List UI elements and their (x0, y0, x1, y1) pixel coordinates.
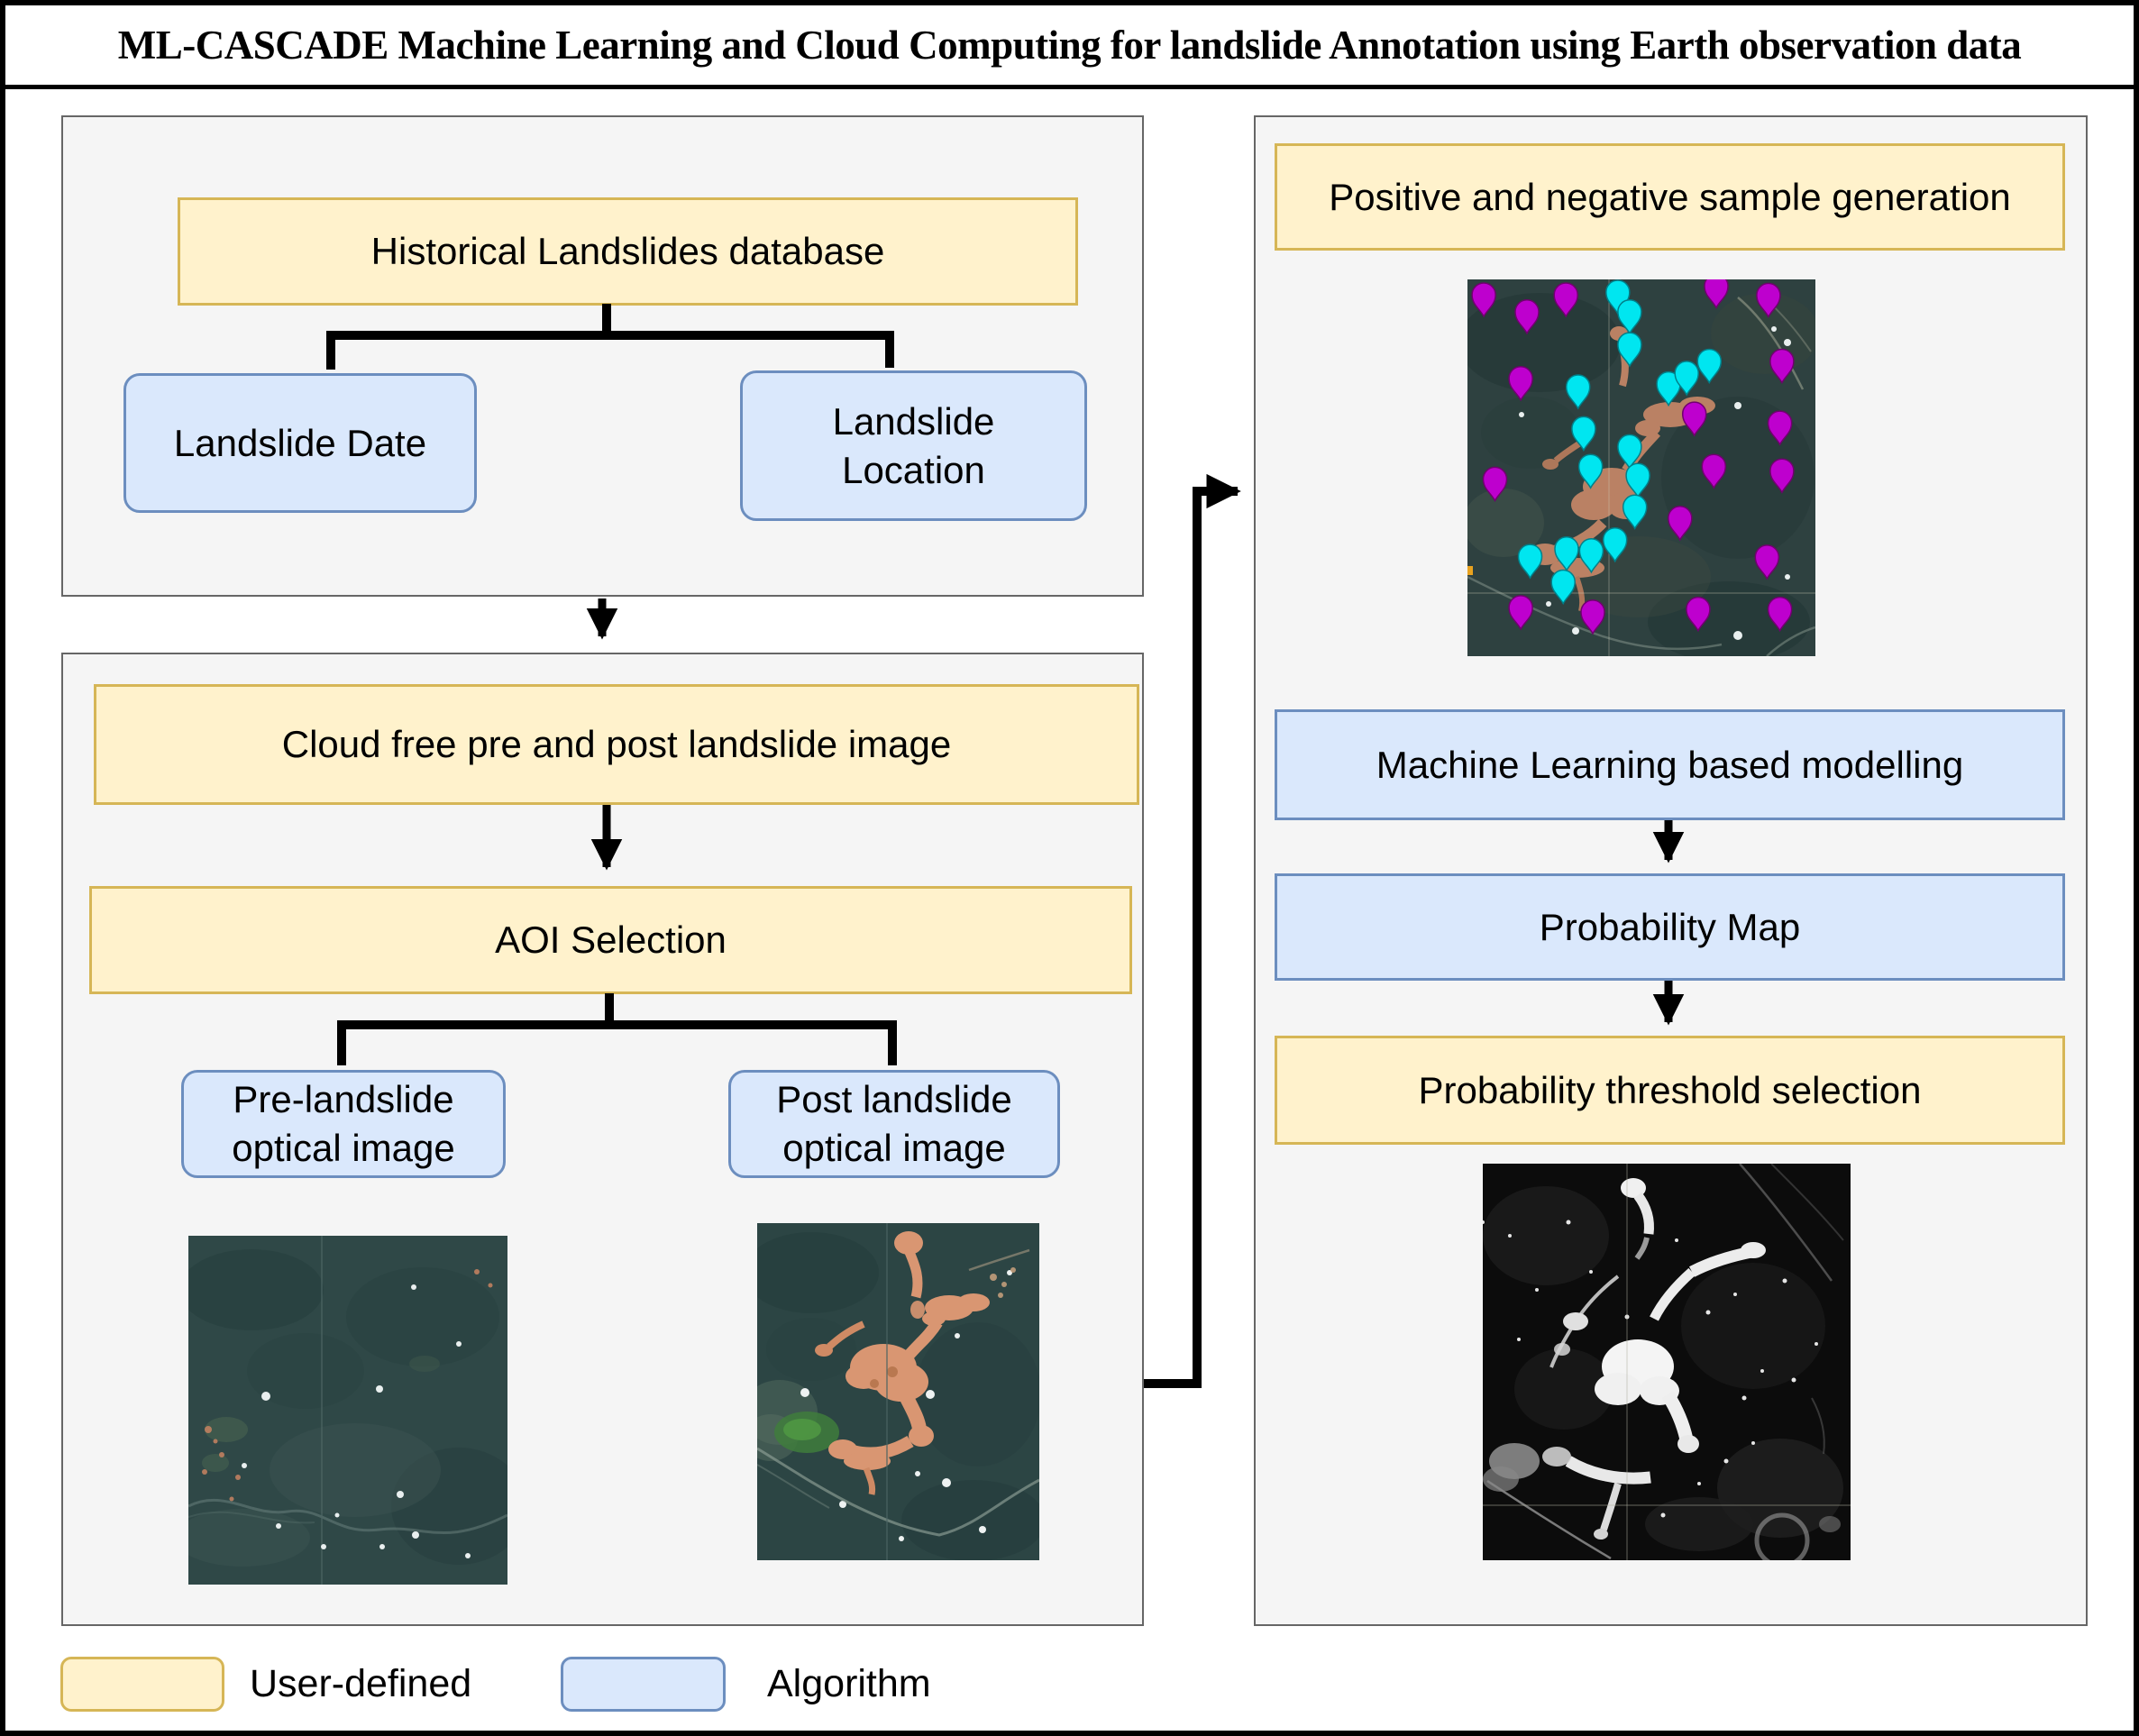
legend-user-defined-label: User-defined (250, 1662, 472, 1705)
post-optical-box: Post landslide optical image (728, 1070, 1060, 1178)
settlement-dots (1519, 326, 1791, 640)
faint-road-lines (1486, 1164, 1844, 1560)
map-pin-icon (1580, 599, 1605, 635)
aoi-selection-panel: Cloud free pre and post landslide image … (61, 653, 1144, 1626)
map-pin-icon (1571, 416, 1596, 452)
map-pin-icon (1508, 366, 1533, 402)
post-landslide-satellite-image (757, 1223, 1039, 1560)
map-pin-icon (1514, 299, 1540, 335)
map-pin-icon (1602, 526, 1628, 563)
probability-threshold-box: Probability threshold selection (1275, 1036, 2065, 1145)
map-pin-icon (1767, 596, 1793, 633)
map-pin-icon (1767, 410, 1793, 446)
arrow-aoi-to-model (1144, 473, 1241, 1388)
cloud-free-image-box: Cloud free pre and post landslide image (94, 684, 1139, 805)
sample-pins-layer (1471, 279, 1795, 635)
settlement-dots (242, 1284, 471, 1558)
historical-database-box: Historical Landslides database (178, 197, 1078, 306)
noise-patches (1483, 1186, 1843, 1551)
ml-modelling-box: Machine Learning based modelling (1275, 709, 2065, 820)
legend-algorithm-label: Algorithm (767, 1662, 931, 1705)
bare-soil-specks (202, 1269, 493, 1502)
map-pin-icon (1656, 370, 1681, 407)
sample-generation-box: Positive and negative sample generation (1275, 143, 2065, 251)
legend-algorithm-swatch (561, 1657, 726, 1712)
pre-landslide-satellite-image (188, 1236, 507, 1585)
map-pin-icon (1674, 361, 1699, 397)
map-pin-icon (1553, 282, 1578, 318)
bare-soil-specks (990, 1267, 1016, 1298)
river-line (188, 1498, 507, 1534)
terrain-texture (1467, 293, 1815, 656)
map-pin-icon (1617, 332, 1642, 368)
map-pin-icon (1471, 282, 1496, 318)
map-pin-icon (1696, 348, 1723, 385)
map-pin-icon (1769, 348, 1795, 385)
map-pin-icon (1769, 458, 1795, 494)
map-pin-icon (1686, 596, 1711, 633)
pre-optical-box: Pre-landslide optical image (181, 1070, 506, 1178)
map-tick-mark (1467, 566, 1473, 575)
map-pin-icon (1508, 595, 1533, 631)
historical-database-panel: Historical Landslides database Landslide… (61, 115, 1144, 597)
map-pin-icon (1625, 462, 1650, 498)
map-pin-icon (1565, 374, 1591, 410)
title-divider (5, 85, 2134, 89)
map-pin-icon (1554, 535, 1579, 572)
map-pin-icon (1704, 279, 1729, 309)
landslide-scar (815, 1231, 990, 1495)
map-pin-icon (1617, 299, 1642, 335)
map-pin-icon (1578, 538, 1604, 574)
probability-map-box: Probability Map (1275, 873, 2065, 981)
map-pin-icon (1668, 506, 1693, 542)
map-pin-icon (1754, 544, 1780, 580)
legend-user-defined-swatch (60, 1657, 224, 1712)
terrain-texture (757, 1232, 1039, 1560)
probability-map-image (1483, 1164, 1851, 1560)
map-pin-icon (1550, 569, 1576, 606)
modelling-panel: Positive and negative sample generation (1254, 115, 2088, 1626)
map-pin-icon (1681, 401, 1707, 437)
map-pin-icon (1701, 453, 1727, 489)
gridlines (1483, 1164, 1851, 1560)
page-title: ML-CASCADE Machine Learning and Cloud Co… (117, 23, 2022, 68)
landslide-date-box: Landslide Date (123, 373, 477, 513)
map-pin-icon (1482, 466, 1508, 502)
map-pin-icon (1517, 544, 1543, 580)
aoi-selection-box: AOI Selection (89, 886, 1132, 994)
landslide-location-box: Landslide Location (740, 370, 1087, 521)
map-pin-icon (1622, 494, 1648, 530)
roads-and-river (757, 1248, 1039, 1537)
probability-white-shape (1483, 1178, 1841, 1540)
map-pin-icon (1577, 453, 1604, 489)
map-pin-icon (1756, 282, 1781, 318)
white-speckles (1483, 1211, 1818, 1518)
sample-points-satellite-image (1467, 279, 1815, 656)
gridlines (1467, 279, 1815, 656)
settlement-dots (800, 1270, 1012, 1541)
map-pin-icon (1617, 434, 1642, 470)
green-field-patch (774, 1412, 839, 1453)
